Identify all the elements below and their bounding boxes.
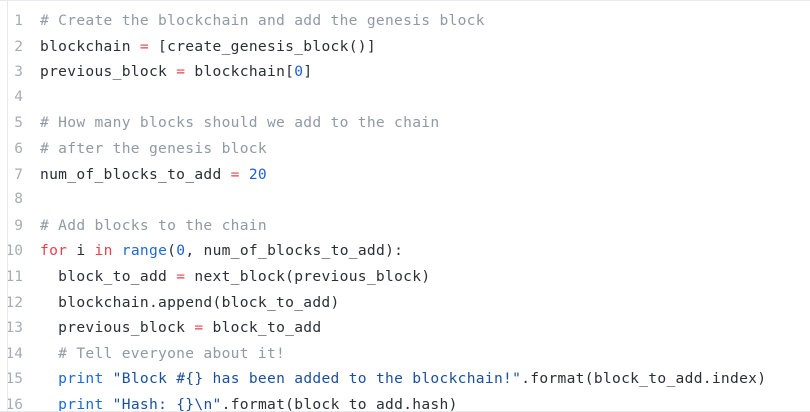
token-builtin: print [58,395,104,412]
token-plain: blockchain.append(block_to_add) [40,293,340,311]
token-operator: = [230,165,240,183]
code-line: 9 # Add blocks to the chain [0,213,810,239]
line-number: 4 [14,88,23,105]
line-content[interactable]: # Create the blockchain and add the gene… [40,8,810,34]
line-content[interactable]: blockchain = [create_genesis_block()] [40,34,810,60]
code-line: 12 blockchain.append(block_to_add) [0,290,810,316]
token-number: 0 [176,242,186,260]
token-operator: = [176,63,186,81]
line-content[interactable]: num_of_blocks_to_add = 20 [40,162,810,188]
token-plain: ] [303,63,313,81]
token-plain: ( [167,242,177,260]
line-content[interactable]: print "Block #{} has been added to the b… [40,366,810,392]
line-number: 3 [14,64,23,81]
line-number: 14 [5,345,23,362]
token-plain [104,370,113,387]
line-content[interactable]: print "Hash: {}\n".format(block_to_add.h… [40,392,810,412]
line-number: 8 [14,191,23,208]
line-content[interactable]: # How many blocks should we add to the c… [40,110,810,136]
token-plain: num_of_blocks_to_add [40,165,231,183]
token-plain: previous_block [40,319,195,337]
code-line: 10 for i in range(0, num_of_blocks_to_add… [0,238,810,264]
code-line: 1 # Create the blockchain and add the gen… [0,8,810,34]
token-string: "Block #{} has been added to the blockch… [112,370,522,388]
token-comment: # Create the blockchain and add the gene… [40,12,485,29]
token-comment: # after the genesis block [40,139,267,157]
token-plain: i [67,242,95,260]
line-number: 15 [5,371,23,388]
line-number: 11 [5,268,23,285]
token-number: 20 [248,165,268,183]
token-comment: # How many blocks should we add to the c… [40,114,440,132]
token-builtin: range [121,242,168,260]
token-plain: blockchain[ [185,63,295,81]
line-number: 5 [14,115,23,132]
code-line: 16 print "Hash: {}\n".format(block_to_ad… [0,392,810,412]
code-line: 5 # How many blocks should we add to the … [0,110,810,136]
token-plain [40,396,58,411]
code-line: 15 print "Block #{} has been added to th… [0,366,810,392]
token-number: 0 [294,63,304,81]
token-operator: = [176,267,186,285]
token-keyword: for [40,242,68,260]
code-line: 14 # Tell everyone about it! [0,341,810,367]
line-number: 6 [14,140,23,157]
line-number: 2 [14,38,23,55]
line-number: 9 [14,217,23,234]
code-line: 2 blockchain = [create_genesis_block()] [0,34,810,60]
token-plain [104,396,113,411]
token-builtin: print [58,370,104,388]
token-plain [240,166,249,183]
code-line: 13 previous_block = block_to_add [0,315,810,341]
line-number: 13 [5,320,23,337]
line-number: 10 [5,243,23,260]
line-content[interactable]: # Tell everyone about it! [40,341,810,367]
token-plain: previous_block [40,63,177,81]
token-plain: block_to_add [203,319,322,337]
line-content[interactable]: # Add blocks to the chain [40,213,810,239]
token-plain: [create_genesis_block()] [148,37,376,55]
line-content[interactable]: previous_block = blockchain[0] [40,59,810,85]
code-line: 8 [0,187,810,213]
token-plain: .format(block_to_add.index) [521,370,767,388]
token-operator: = [139,37,149,55]
code-line: 6 # after the genesis block [0,136,810,162]
line-number: 12 [5,294,23,311]
line-number: 1 [14,13,23,29]
token-plain: .format(block_to_add.hash) [221,395,458,412]
line-number: 16 [5,396,23,412]
token-plain [113,242,122,259]
token-plain: next_block(previous_block) [185,267,431,285]
line-content[interactable]: block_to_add = next_block(previous_block… [40,264,810,290]
code-line: 3 previous_block = blockchain[0] [0,59,810,85]
token-comment: # Tell everyone about it! [40,344,286,362]
line-content[interactable]: blockchain.append(block_to_add) [40,290,810,316]
token-plain [40,370,58,387]
gutter-divider [7,1,8,411]
line-content[interactable]: previous_block = block_to_add [40,315,810,341]
token-plain: blockchain [40,37,140,55]
token-plain: , num_of_blocks_to_add): [185,242,404,260]
token-keyword: in [94,242,113,260]
token-comment: # Add blocks to the chain [40,216,267,234]
line-content[interactable]: for i in range(0, num_of_blocks_to_add): [40,238,810,264]
line-content[interactable]: # after the genesis block [40,136,810,162]
token-string: "Hash: {}\n" [112,395,222,412]
code-line: 4 [0,85,810,111]
token-plain: block_to_add [40,267,177,285]
code-line: 7 num_of_blocks_to_add = 20 [0,162,810,188]
code-line: 11 block_to_add = next_block(previous_bl… [0,264,810,290]
token-operator: = [194,319,204,337]
line-number: 7 [14,166,23,183]
